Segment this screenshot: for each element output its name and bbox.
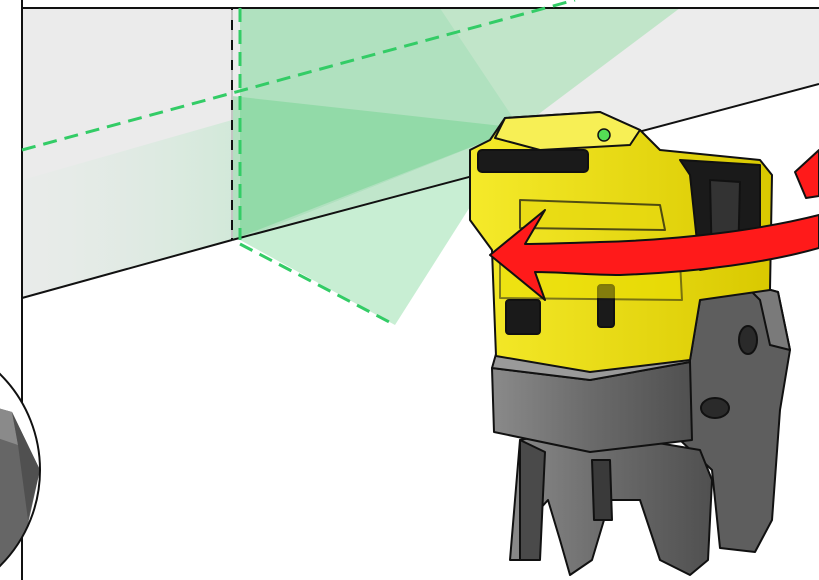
laser-lines <box>21 0 576 327</box>
room-edges <box>21 0 819 580</box>
mounting-bracket <box>509 281 791 576</box>
level-vial-icon <box>597 128 611 142</box>
laser-vertical-plane <box>22 8 680 325</box>
rotate-arrow-icon <box>489 149 819 301</box>
